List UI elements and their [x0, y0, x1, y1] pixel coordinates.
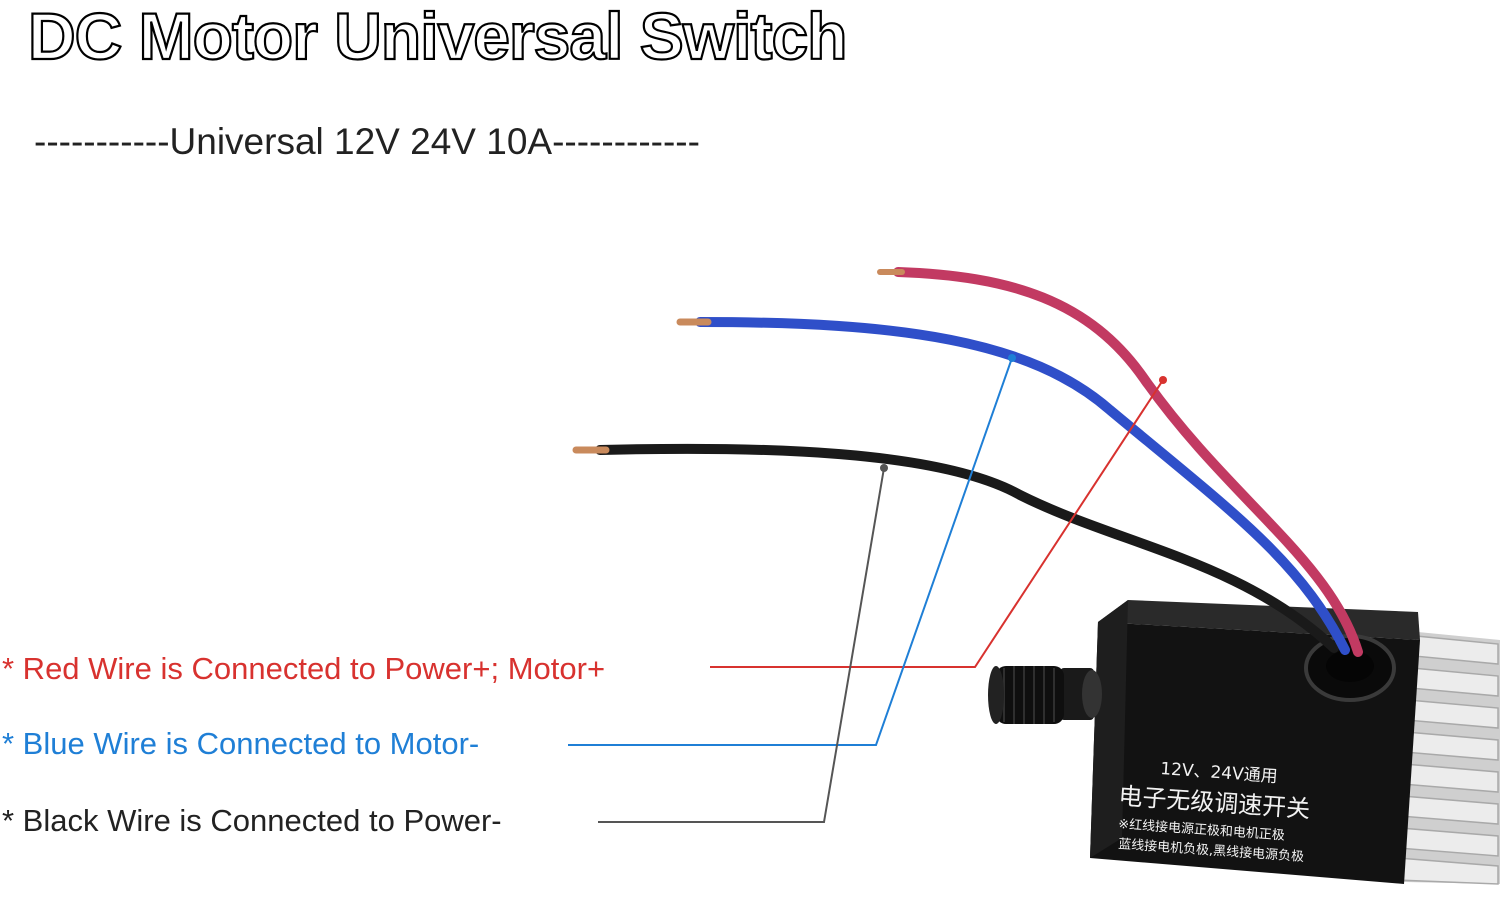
- switch-body: 12V、24V通用 电子无级调速开关 ※红线接电源正极和电机正极 蓝线接电机负极…: [1090, 600, 1420, 884]
- red-wire: [893, 267, 1363, 657]
- diagram-title: DC Motor Universal Switch: [27, 0, 849, 73]
- blue-wire: [695, 317, 1350, 655]
- blue-wire-label: * Blue Wire is Connected to Motor-: [2, 726, 480, 761]
- heatsink: [1395, 632, 1500, 885]
- speed-knob: [988, 666, 1102, 724]
- leader-lines: [568, 354, 1167, 823]
- red-wire-label: * Red Wire is Connected to Power+; Motor…: [2, 651, 606, 686]
- wires: [572, 267, 1363, 657]
- black-wire: [595, 443, 1339, 653]
- blue-leader-line: [568, 357, 1013, 746]
- black-wire-label: * Black Wire is Connected to Power-: [2, 803, 502, 838]
- red-leader-line: [710, 379, 1164, 668]
- black-leader-dot: [880, 464, 888, 472]
- red-leader-dot: [1159, 376, 1167, 384]
- blue-leader-dot: [1008, 354, 1016, 362]
- spec-subtitle: -----------Universal 12V 24V 10A--------…: [34, 121, 700, 162]
- black-leader-line: [598, 467, 885, 823]
